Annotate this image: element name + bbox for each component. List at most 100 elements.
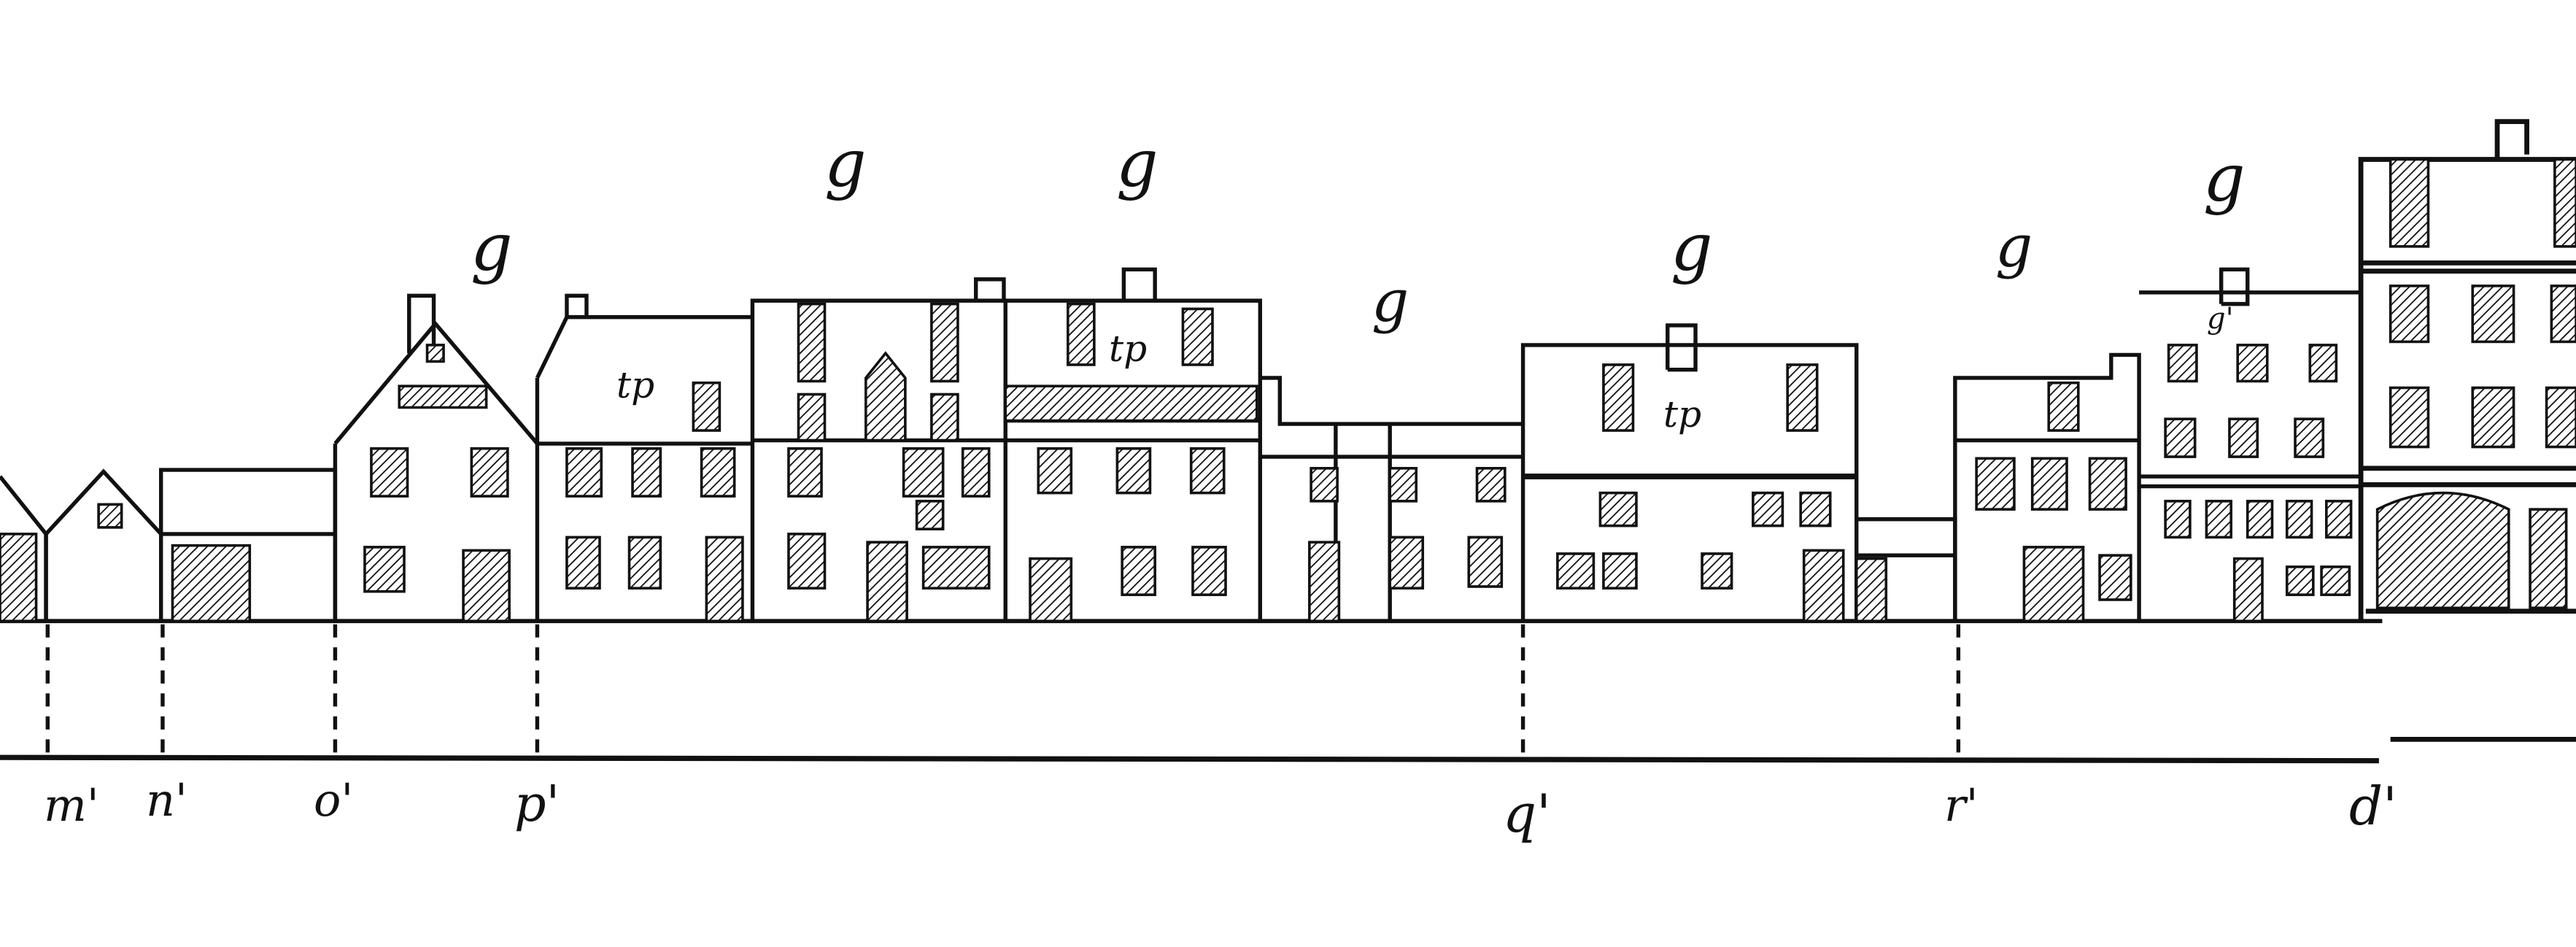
building-outlines	[0, 119, 2576, 622]
window	[1181, 307, 1214, 366]
mark-g-7: g	[2203, 140, 2246, 217]
mark-tp-1: tp	[616, 364, 654, 406]
mark-g-6: g	[1995, 212, 2032, 280]
window	[2285, 500, 2313, 539]
window	[705, 536, 744, 623]
window	[631, 447, 662, 498]
window	[930, 302, 959, 383]
window	[2471, 386, 2515, 449]
window	[2022, 546, 2085, 623]
window	[2529, 508, 2568, 610]
building-p	[535, 293, 753, 446]
building-low	[1260, 376, 1523, 622]
hatched-band-gable	[398, 384, 488, 409]
window	[2205, 500, 2233, 539]
street-line	[0, 754, 2379, 764]
window	[462, 549, 511, 623]
window	[2030, 457, 2068, 511]
mark-g-5: g	[1671, 209, 1713, 286]
window	[902, 447, 945, 498]
window	[363, 546, 406, 593]
window	[2246, 500, 2274, 539]
window	[1189, 447, 1226, 495]
window	[692, 381, 722, 432]
window	[171, 544, 252, 623]
mark-tp-3: tp	[1663, 393, 1701, 436]
window	[2325, 500, 2353, 539]
window	[1799, 491, 1832, 527]
window	[700, 447, 736, 498]
archway	[2375, 491, 2510, 610]
mark-g-small: g'	[2207, 302, 2234, 336]
window	[2164, 417, 2197, 458]
window	[2167, 344, 2198, 383]
window	[2047, 381, 2080, 432]
window	[787, 533, 827, 590]
window	[2545, 386, 2576, 449]
label-d: d'	[2349, 776, 2397, 837]
label-m: m'	[44, 778, 99, 832]
window	[2550, 285, 2576, 344]
window	[565, 447, 603, 498]
mark-g-4: g	[1372, 267, 1409, 335]
mark-g-1: g	[471, 209, 513, 286]
window	[1786, 363, 1819, 432]
window	[1037, 447, 1073, 495]
window	[1308, 541, 1341, 623]
window	[1752, 491, 1784, 527]
window	[961, 447, 991, 498]
window	[2294, 417, 2325, 458]
window	[1556, 552, 1596, 590]
mark-g-2: g	[824, 125, 867, 202]
window	[370, 447, 409, 498]
window	[1602, 552, 1638, 590]
window	[1854, 557, 1888, 623]
hatched-band	[1004, 384, 1258, 422]
building-r	[1953, 352, 2141, 622]
label-p: p'	[514, 776, 560, 833]
window	[2228, 417, 2259, 458]
window	[2389, 285, 2430, 344]
window	[425, 344, 445, 363]
window	[921, 546, 991, 590]
mark-g-3: g	[1116, 125, 1159, 202]
property-dividers	[45, 624, 1961, 753]
window	[2389, 158, 2430, 248]
window	[0, 533, 38, 623]
window	[2098, 554, 2132, 601]
window	[2236, 344, 2269, 383]
label-q: q'	[1503, 783, 1551, 844]
window	[1975, 457, 2016, 511]
window	[2389, 386, 2430, 449]
window	[565, 536, 601, 590]
window	[930, 393, 959, 442]
window	[2164, 500, 2192, 539]
window	[1029, 557, 1073, 623]
window	[1701, 552, 1733, 590]
window	[1115, 447, 1152, 495]
window	[2308, 344, 2338, 383]
window	[2088, 457, 2127, 511]
window	[2285, 565, 2315, 597]
window	[1388, 467, 1418, 503]
building-q	[1520, 323, 1859, 622]
window	[787, 447, 823, 498]
window	[1802, 549, 1845, 623]
window	[2232, 557, 2264, 623]
window	[1602, 363, 1635, 432]
label-n: n'	[146, 773, 187, 827]
window	[2553, 158, 2576, 248]
window	[797, 302, 827, 383]
window	[1121, 546, 1156, 597]
window	[1467, 536, 1504, 588]
window	[97, 503, 123, 529]
window	[2320, 565, 2351, 597]
window	[797, 393, 827, 442]
dormer	[865, 351, 907, 442]
window	[1191, 546, 1227, 597]
mark-tp-2: tp	[1109, 328, 1147, 370]
label-o: o'	[314, 773, 353, 827]
windows	[0, 158, 2576, 623]
